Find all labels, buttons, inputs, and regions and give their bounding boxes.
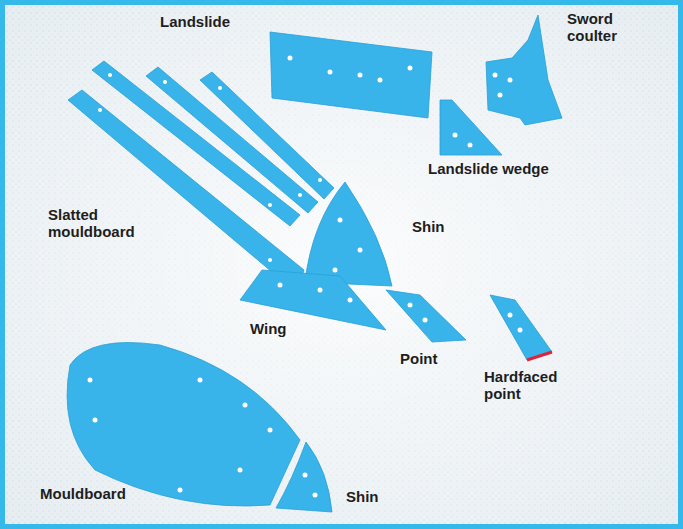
hardfaced-point-part bbox=[490, 295, 552, 360]
part-label: Shin bbox=[412, 218, 472, 235]
shin-part bbox=[276, 442, 332, 512]
part-label: Mouldboard bbox=[40, 485, 180, 502]
part-label: Hardfaced point bbox=[484, 368, 574, 402]
part-label: Landslide bbox=[160, 13, 270, 30]
slat bbox=[146, 67, 318, 213]
point-part bbox=[386, 290, 466, 342]
shin-part bbox=[305, 182, 392, 286]
landslide-part bbox=[270, 32, 432, 118]
slat bbox=[68, 90, 304, 284]
part-label: Point bbox=[400, 350, 470, 367]
part-label: Landslide wedge bbox=[428, 160, 588, 177]
part-label: Wing bbox=[250, 320, 320, 337]
part-label: Slatted mouldboard bbox=[48, 206, 158, 240]
hardfacing-edge bbox=[527, 352, 552, 360]
landslide-wedge-part bbox=[440, 100, 502, 155]
mouldboard-part bbox=[67, 343, 300, 507]
part-label: Shin bbox=[346, 488, 406, 505]
sword-coulter-part bbox=[486, 15, 562, 125]
frame bbox=[3, 3, 681, 527]
slat bbox=[200, 72, 334, 199]
part-label: Sword coulter bbox=[567, 10, 642, 44]
